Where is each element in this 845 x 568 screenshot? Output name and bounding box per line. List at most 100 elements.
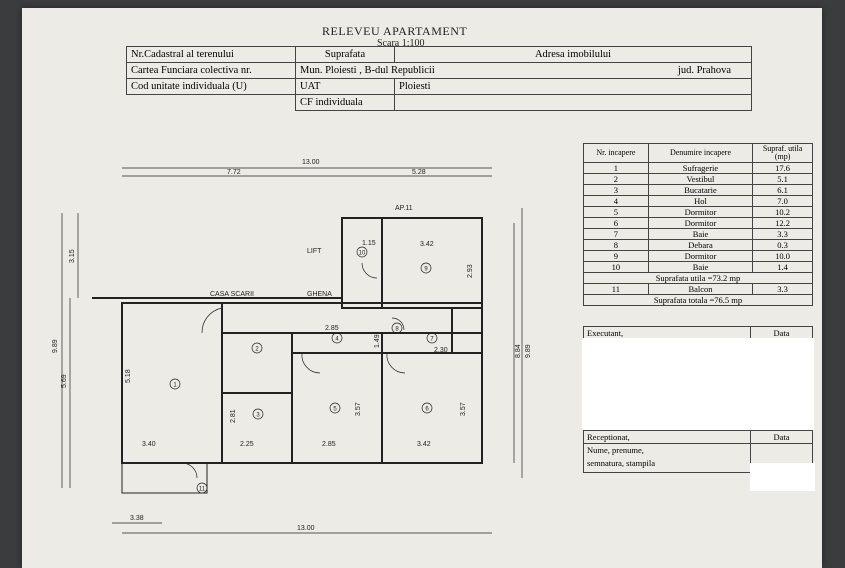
room-cell-area: 7.0 bbox=[752, 195, 813, 207]
label-ap: AP.11 bbox=[395, 205, 413, 212]
room-cell-name: Sufragerie bbox=[647, 162, 754, 174]
room-number: 4 bbox=[335, 337, 339, 343]
room-cell-nr: 1 bbox=[583, 162, 649, 174]
room-cell-area: 10.0 bbox=[752, 250, 813, 262]
nume-label: Nume, prenume, bbox=[587, 445, 644, 455]
dim-bottom-left: 3.38 bbox=[130, 515, 144, 522]
room-cell-area: 12.2 bbox=[752, 217, 813, 229]
room-number-circle bbox=[169, 378, 181, 390]
room-height: 3.57 bbox=[460, 402, 467, 416]
room-number: 5 bbox=[333, 407, 337, 413]
room-cell-name: Baie bbox=[647, 228, 754, 240]
dim-left-part: 7.72 bbox=[227, 169, 241, 176]
dim-h-right: 3.15 bbox=[69, 249, 76, 263]
header-table: Nr.Cadastral al terenului Suprafata Adre… bbox=[126, 46, 753, 111]
col-nr-header: Nr. incapere bbox=[583, 143, 649, 163]
room-cell-name: Vestibul bbox=[647, 173, 754, 185]
room-width: 1.15 bbox=[362, 240, 376, 247]
room-number-circle bbox=[421, 402, 433, 414]
room-number-circle bbox=[391, 322, 403, 334]
room-number: 9 bbox=[424, 267, 428, 273]
room-width: 3.42 bbox=[417, 441, 431, 448]
room-number: 8 bbox=[395, 327, 399, 333]
label-lift: LIFT bbox=[307, 248, 322, 255]
room-width: 3.40 bbox=[142, 441, 156, 448]
room-height: 2.93 bbox=[467, 264, 474, 278]
dim-h-left: 5.69 bbox=[61, 374, 68, 388]
room-number-circle bbox=[252, 408, 264, 420]
room-cell-nr: 6 bbox=[583, 217, 649, 229]
room-cell-area: 0.3 bbox=[752, 239, 813, 251]
room-width: 2.85 bbox=[325, 325, 339, 332]
dim-r-mid: 8.84 bbox=[515, 344, 522, 358]
room-cell-nr: 4 bbox=[583, 195, 649, 207]
balcony-name: Balcon bbox=[647, 283, 754, 295]
room-cell-area: 6.1 bbox=[752, 184, 813, 196]
room-cell-name: Bucatarie bbox=[647, 184, 754, 196]
balcony-nr: 11 bbox=[583, 283, 649, 295]
label-ghena: GHENA bbox=[307, 291, 332, 298]
dim-r-total: 9.89 bbox=[525, 344, 532, 358]
room-cell-name: Dormitor bbox=[647, 206, 754, 218]
room-height: 2.81 bbox=[230, 409, 237, 423]
room-cell-area: 17.6 bbox=[752, 162, 813, 174]
semnatura-label: semnatura, stampila bbox=[587, 458, 655, 468]
room-width: 3.42 bbox=[420, 241, 434, 248]
room-cell-name: Hol bbox=[647, 195, 754, 207]
room-height: 5.18 bbox=[125, 369, 132, 383]
room-cell-name: Dormitor bbox=[647, 250, 754, 262]
room-cell-area: 3.3 bbox=[752, 228, 813, 240]
dim-total-top: 13.00 bbox=[302, 159, 320, 166]
room-cell-nr: 3 bbox=[583, 184, 649, 196]
room-cell-nr: 10 bbox=[583, 261, 649, 273]
label-casa-scarii: CASA SCARII bbox=[210, 291, 254, 298]
room-number: 10 bbox=[359, 251, 366, 257]
rooms-table: Nr. incapere Denumire incapere Supraf. u… bbox=[583, 143, 813, 306]
floor-plan: 13.00 7.72 5.28 13.00 3.38 9.89 5.69 3.1… bbox=[52, 159, 532, 534]
room-cell-area: 10.2 bbox=[752, 206, 813, 218]
room-number-circle bbox=[196, 482, 208, 494]
room-number: 3 bbox=[256, 413, 260, 419]
room-number-circle bbox=[356, 246, 368, 258]
room-number-circle bbox=[331, 332, 343, 344]
room-number: 7 bbox=[430, 337, 434, 343]
scale-label: Scara 1:100 bbox=[377, 38, 425, 49]
room-width: 2.30 bbox=[434, 347, 448, 354]
grand-total: Suprafata totala =76.5 mp bbox=[583, 294, 813, 306]
room-cell-area: 1.4 bbox=[752, 261, 813, 273]
room-cell-nr: 9 bbox=[583, 250, 649, 262]
dim-h-total: 9.89 bbox=[52, 339, 59, 353]
document-title: RELEVEU APARTAMENT bbox=[322, 24, 468, 38]
room-number: 6 bbox=[425, 407, 429, 413]
room-number-circle bbox=[426, 332, 438, 344]
room-number-circle bbox=[251, 342, 263, 354]
room-height: 3.57 bbox=[355, 402, 362, 416]
receptionat-label: Receptionat, bbox=[583, 430, 751, 444]
room-number-circle bbox=[420, 262, 432, 274]
door-arcs bbox=[181, 262, 406, 479]
data-label-2: Data bbox=[750, 430, 813, 444]
room-height: 1.49 bbox=[374, 334, 381, 348]
dim-total-bottom: 13.00 bbox=[297, 525, 315, 532]
room-width: 2.25 bbox=[240, 441, 254, 448]
room-cell-nr: 8 bbox=[583, 239, 649, 251]
room-cell-nr: 7 bbox=[583, 228, 649, 240]
room-cell-name: Dormitor bbox=[647, 217, 754, 229]
room-cell-nr: 2 bbox=[583, 173, 649, 185]
room-number-circle bbox=[329, 402, 341, 414]
redaction-box-2 bbox=[750, 463, 815, 491]
balcony-outline bbox=[121, 462, 208, 494]
room-cell-name: Baie bbox=[647, 261, 754, 273]
room-number: 2 bbox=[255, 347, 259, 353]
document-sheet: RELEVEU APARTAMENT Scara 1:100 Nr.Cadast… bbox=[22, 8, 822, 568]
room-cell-name: Debara bbox=[647, 239, 754, 251]
